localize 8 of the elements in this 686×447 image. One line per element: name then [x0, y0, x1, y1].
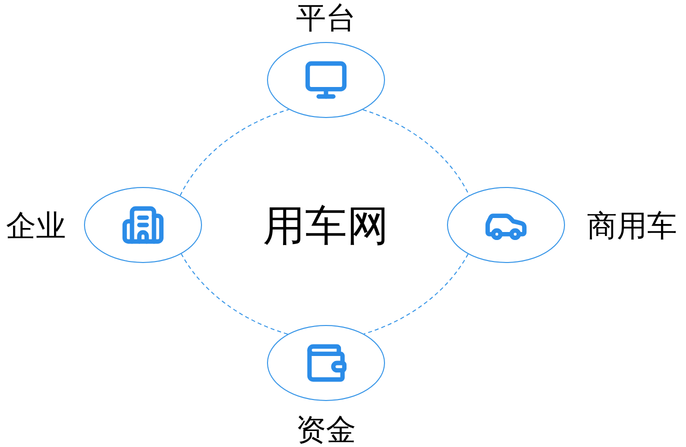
center-title: 用车网: [262, 200, 390, 252]
node-caption: 商用车: [586, 208, 678, 246]
node-caption: 资金: [295, 412, 357, 447]
dashed-connector: [180, 253, 288, 335]
node-caption: 企业: [5, 208, 67, 246]
dashed-connector: [363, 254, 469, 334]
node-caption: 平台: [295, 0, 357, 38]
dashed-connector: [180, 108, 290, 196]
